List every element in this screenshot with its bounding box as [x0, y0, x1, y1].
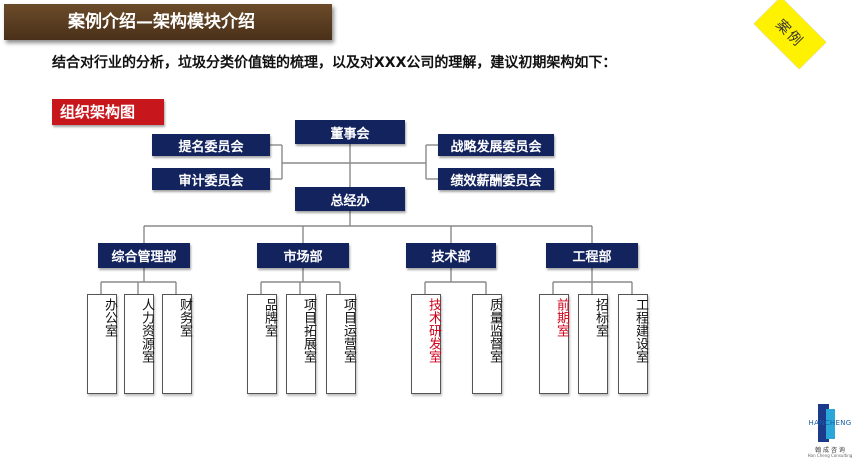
- office-box: 财务室: [162, 294, 192, 394]
- logo-cn-name: 翰 成 咨 询: [815, 447, 845, 454]
- dept-label: 技术部: [431, 250, 471, 265]
- committee-node-nomination: 提名委员会: [152, 134, 270, 156]
- logo-mark: [818, 404, 829, 442]
- office-label: 前期室: [554, 298, 569, 337]
- office-box: 项目运营室: [326, 294, 356, 394]
- office-box: 前期室: [539, 294, 569, 394]
- logo-wordmark: HANCHENG: [808, 419, 852, 427]
- office-box: 人力资源室: [124, 294, 154, 394]
- logo-mark: [826, 409, 835, 439]
- board-node: 董事会: [295, 120, 405, 144]
- office-box: 工程建设室: [618, 294, 648, 394]
- page-title: 案例介绍—架构模块介绍: [68, 12, 255, 32]
- logo-en-name: Han Cheng Consulting: [807, 453, 853, 458]
- office-label: 质量监督室: [487, 298, 502, 363]
- gm-office-label: 总经办: [330, 193, 370, 209]
- office-label: 项目拓展室: [301, 298, 316, 363]
- office-box: 项目拓展室: [286, 294, 316, 394]
- office-label: 技术研发室: [426, 298, 441, 363]
- committee-label: 提名委员会: [178, 139, 244, 155]
- dept-node-engineering: 工程部: [546, 243, 638, 268]
- title-bar: 案例介绍—架构模块介绍: [4, 4, 332, 40]
- office-box: 技术研发室: [411, 294, 441, 394]
- committee-node-strategy: 战略发展委员会: [438, 134, 554, 156]
- section-tag: 组织架构图: [52, 99, 164, 125]
- office-box: 招标室: [578, 294, 608, 394]
- office-label: 人力资源室: [139, 298, 154, 363]
- committee-node-audit: 审计委员会: [152, 168, 270, 190]
- office-box: 质量监督室: [472, 294, 502, 394]
- dept-node-admin: 综合管理部: [98, 243, 190, 268]
- office-box: 品牌室: [247, 294, 277, 394]
- dept-node-tech: 技术部: [406, 243, 496, 268]
- gm-office-node: 总经办: [295, 187, 405, 211]
- committee-label: 绩效薪酬委员会: [450, 173, 542, 189]
- office-label: 项目运营室: [341, 298, 356, 363]
- section-tag-label: 组织架构图: [60, 103, 136, 121]
- committee-label: 战略发展委员会: [450, 139, 542, 155]
- office-box: 办公室: [87, 294, 117, 394]
- office-label: 品牌室: [262, 298, 277, 337]
- dept-label: 综合管理部: [111, 250, 177, 265]
- office-label: 招标室: [593, 298, 608, 337]
- office-label: 财务室: [177, 298, 192, 337]
- committee-node-compensation: 绩效薪酬委员会: [438, 168, 554, 190]
- office-label: 办公室: [102, 298, 117, 337]
- dept-label: 工程部: [572, 250, 612, 265]
- committee-label: 审计委员会: [178, 173, 244, 189]
- board-label: 董事会: [330, 126, 370, 142]
- dept-node-market: 市场部: [257, 243, 349, 268]
- company-logo: HANCHENG 翰 成 咨 询 Han Cheng Consulting: [800, 401, 860, 460]
- dept-label: 市场部: [283, 250, 323, 265]
- intro-text: 结合对行业的分析，垃圾分类价值链的梳理，以及对XXX公司的理解，建议初期架构如下…: [52, 55, 617, 71]
- office-label: 工程建设室: [633, 298, 648, 363]
